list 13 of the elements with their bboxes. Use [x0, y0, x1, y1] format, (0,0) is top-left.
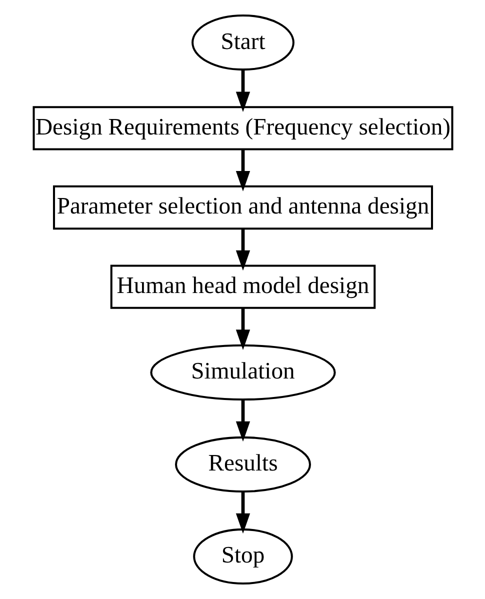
node-box: Parameter selection and antenna design [52, 185, 433, 230]
arrow [235, 229, 250, 271]
arrow [235, 150, 250, 192]
node-ellipse: Stop [192, 528, 292, 585]
arrow [235, 308, 250, 350]
node-box: Human head model design [110, 264, 376, 309]
node-box: Design Requirements (Frequency selection) [32, 106, 453, 150]
node-ellipse: Results [174, 436, 310, 493]
arrow [235, 400, 250, 442]
arrow [235, 492, 250, 534]
arrow [235, 70, 250, 112]
node-ellipse: Start [191, 14, 294, 71]
node-ellipse: Simulation [150, 344, 336, 401]
